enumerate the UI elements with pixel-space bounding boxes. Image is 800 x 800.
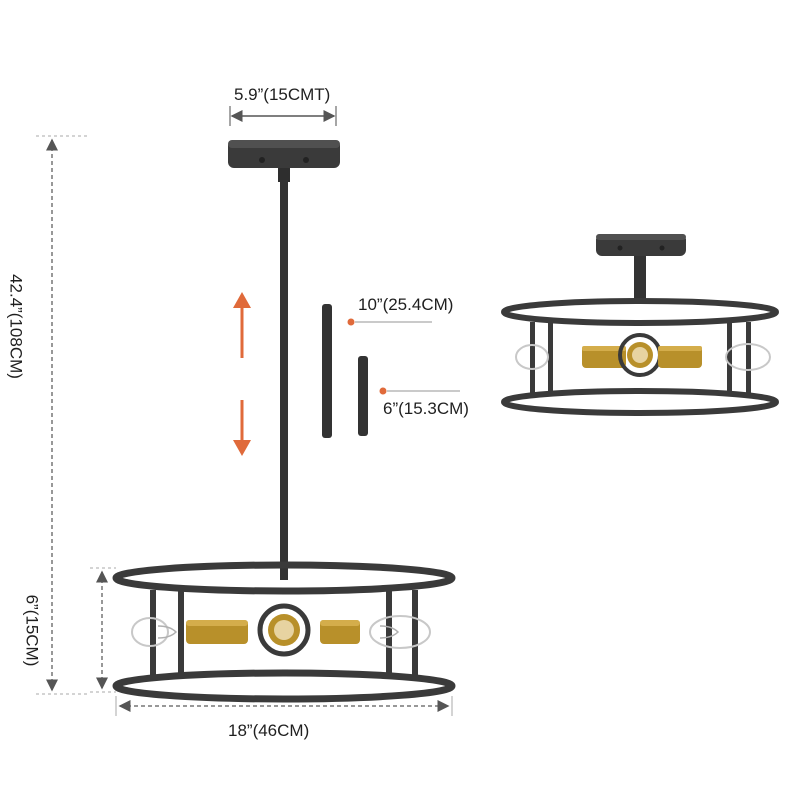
dot-marker-icon [379,387,387,395]
body-width-dimension [115,696,453,716]
rod-short-label: 6”(15.3CM) [383,399,469,418]
rod-long-label: 10”(25.4CM) [358,295,454,314]
canopy-width-label: 5.9”(15CMT) [234,85,331,104]
body-width-label: 18”(46CM) [228,721,310,740]
canopy-width-dimension [229,106,337,126]
semi-flush-fixture [501,234,779,416]
extension-rods [322,304,460,438]
up-down-arrow-icon [233,292,251,456]
body-height-label: 6”(15CM) [22,594,42,667]
dot-marker-icon [347,318,355,326]
overall-height-label: 42.4”(108CM) [6,274,26,379]
pendant-fixture [112,140,456,703]
overall-height-dimension [36,135,88,695]
body-height-dimension [90,567,116,693]
